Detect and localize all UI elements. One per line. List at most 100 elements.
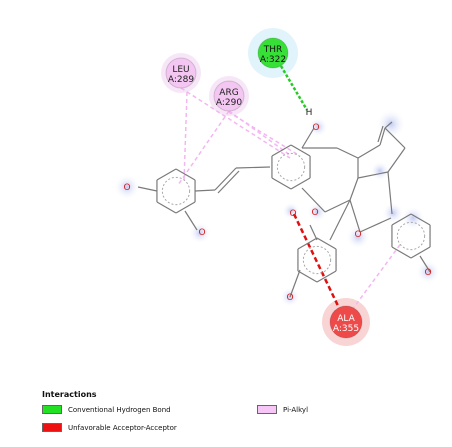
hydrogen-atom-label: H — [306, 108, 313, 118]
bond — [297, 237, 318, 250]
bond — [419, 255, 431, 273]
legend-item-pi-alkyl: Pi-Alkyl — [257, 405, 308, 414]
atom-glows — [114, 109, 440, 307]
bond — [336, 147, 359, 159]
legend-swatch-hydrogen-bond — [42, 405, 62, 414]
bond — [329, 199, 351, 241]
legend: Interactions Conventional Hydrogen Bond … — [42, 390, 442, 440]
bond — [387, 147, 406, 173]
atom-glow — [307, 202, 327, 222]
atom-glow — [416, 260, 440, 284]
oxygen-atom-label: O — [312, 123, 319, 133]
atom-glow — [346, 225, 370, 249]
pi-alkyl-line — [228, 110, 291, 156]
bond — [359, 217, 392, 233]
legend-item-hydrogen-bond: Conventional Hydrogen Bond — [42, 405, 171, 414]
residue-label-ala: ALA — [337, 314, 355, 324]
hbond-thr — [279, 65, 309, 111]
residue-number-thr: A:322 — [260, 55, 286, 65]
interaction-lines — [177, 65, 403, 311]
bond — [156, 201, 177, 214]
bond — [271, 144, 292, 157]
pi-alkyl-line — [180, 87, 291, 159]
pi-alkyl-line — [221, 107, 301, 157]
legend-title: Interactions — [42, 390, 97, 399]
residue-label-thr: THR — [263, 45, 283, 55]
bond — [301, 127, 315, 149]
aromatic-rings — [161, 152, 426, 275]
legend-swatch-acceptor-acceptor — [42, 423, 62, 432]
bond — [175, 168, 196, 181]
bond — [324, 199, 351, 213]
bond — [175, 201, 196, 214]
residue-number-ala: A:355 — [333, 324, 359, 334]
bond — [289, 269, 301, 298]
bond — [301, 187, 326, 213]
acceptor-acceptor-ala — [292, 213, 342, 311]
atom-glow — [370, 161, 390, 181]
legend-item-acceptor-acceptor: Unfavorable Acceptor-Acceptor — [42, 423, 177, 432]
pi-alkyl-line — [183, 91, 188, 183]
residue-number-arg: A:290 — [216, 98, 242, 108]
oxygen-atom-label: O — [286, 293, 293, 303]
bond — [357, 171, 389, 179]
residue-thr — [257, 37, 289, 69]
atom-glow — [308, 117, 328, 137]
bond — [137, 186, 158, 192]
atom-glow — [382, 202, 404, 224]
bond — [410, 246, 431, 259]
bond — [357, 144, 381, 159]
oxygen-atom-label: O — [354, 230, 361, 240]
bond — [316, 270, 337, 283]
atom-glow — [189, 222, 211, 244]
bond — [384, 121, 393, 129]
bond — [391, 213, 412, 226]
bond — [290, 144, 311, 157]
bond — [290, 177, 311, 190]
bond — [379, 127, 386, 146]
aromatic-ring-mid — [276, 152, 306, 182]
oxygen-atom-label: O — [198, 228, 205, 238]
bond — [184, 210, 198, 231]
bond — [297, 270, 318, 283]
residue-number-leu: A:289 — [168, 75, 194, 85]
bond — [391, 246, 412, 259]
bond — [377, 125, 384, 143]
bond — [214, 167, 237, 191]
aromatic-ring-left — [161, 176, 191, 206]
atom-glow — [114, 174, 140, 200]
pi-alkyl-line — [177, 110, 230, 186]
bond — [316, 237, 337, 250]
oxygen-atom-label: O — [424, 268, 431, 278]
residue-ala — [329, 305, 363, 339]
bond — [217, 170, 240, 194]
bond — [271, 177, 292, 190]
ligand-bonds — [137, 121, 431, 298]
bond — [349, 177, 359, 201]
legend-label-hydrogen-bond: Conventional Hydrogen Bond — [68, 405, 171, 414]
bond — [309, 224, 318, 241]
bond — [194, 189, 216, 192]
residue-leu — [165, 57, 197, 89]
oxygen-atom-label: O — [311, 208, 318, 218]
oxygen-atom-label: O — [123, 183, 130, 193]
aromatic-ring-right — [396, 221, 426, 251]
bond — [410, 213, 431, 226]
legend-swatch-pi-alkyl — [257, 405, 277, 414]
oxygen-atom-label: O — [289, 209, 296, 219]
residue-label-leu: LEU — [172, 65, 189, 75]
pi-alkyl-line — [351, 241, 403, 311]
bond — [156, 168, 177, 181]
bond — [384, 127, 406, 149]
atom-glow — [401, 206, 425, 230]
legend-label-acceptor-acceptor: Unfavorable Acceptor-Acceptor — [68, 423, 177, 432]
residue-arg — [213, 80, 245, 112]
bond — [349, 199, 361, 233]
aromatic-ring-bottom — [302, 245, 332, 275]
bond — [235, 166, 271, 169]
legend-label-pi-alkyl: Pi-Alkyl — [283, 405, 309, 414]
residue-label-arg: ARG — [219, 88, 238, 98]
